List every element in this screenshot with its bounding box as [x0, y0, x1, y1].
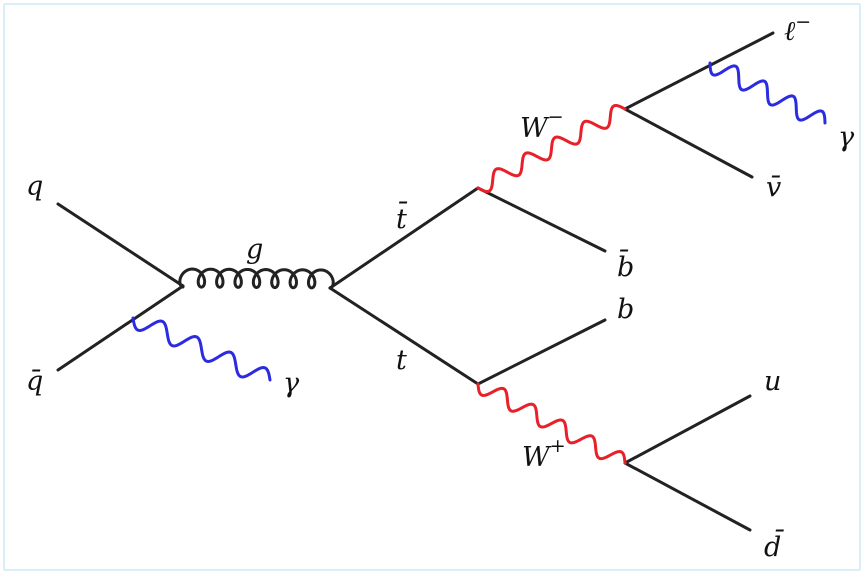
arrow-dbar — [683, 494, 695, 501]
label-lepton-sign: − — [795, 11, 811, 33]
arrow-lepton — [693, 67, 705, 74]
label-b: b — [617, 294, 634, 325]
label-dbar: d̄ — [764, 528, 785, 563]
arrow-t — [399, 332, 411, 340]
label-gluon: g — [246, 234, 263, 265]
label-qbar: q̄ — [26, 366, 43, 397]
label-nubar: v̄ — [766, 172, 781, 203]
arrow-qbar — [114, 324, 126, 332]
arrow-tbar — [399, 233, 411, 241]
fermion-line-nubar — [623, 107, 754, 179]
label-lepton-base: ℓ — [784, 16, 796, 47]
fermion-line-u — [623, 394, 752, 465]
arrow-q — [113, 240, 125, 248]
label-lepton: ℓ− — [784, 11, 811, 47]
label-w-minus-sign: − — [548, 106, 564, 128]
label-u: u — [764, 366, 781, 397]
arrow-bbar — [537, 217, 549, 224]
arrow-nubar — [683, 140, 695, 147]
label-gamma-final: γ — [838, 122, 855, 153]
label-w-plus-base: W — [522, 442, 552, 473]
label-bbar: b̄ — [617, 248, 634, 283]
gluon-line — [178, 267, 335, 290]
photon-initial — [131, 316, 272, 382]
label-w-plus-sign: + — [550, 435, 566, 457]
w-minus-boson — [476, 103, 627, 194]
label-t: t — [396, 345, 407, 376]
label-w-minus: W− — [520, 106, 564, 144]
label-w-minus-base: W — [520, 113, 550, 144]
arrow-u — [683, 425, 695, 432]
fermion-line-tbar — [328, 186, 480, 290]
label-tbar: t̄ — [396, 200, 408, 235]
label-w-plus: W+ — [522, 435, 566, 473]
fermion-line-bbar — [476, 186, 607, 253]
photon-final — [708, 61, 827, 125]
w-plus-boson — [476, 382, 627, 465]
label-q: q — [26, 171, 43, 202]
fermion-line-qbar — [56, 284, 185, 372]
label-gamma-initial: γ — [283, 368, 300, 399]
fermion-line-b — [476, 318, 607, 386]
diagram-frame — [3, 3, 861, 571]
arrow-b — [537, 348, 549, 355]
fermion-line-dbar — [623, 461, 752, 532]
fermion-line-t — [328, 286, 480, 386]
fermion-line-q — [56, 202, 185, 288]
fermion-line-lepton — [623, 31, 775, 111]
